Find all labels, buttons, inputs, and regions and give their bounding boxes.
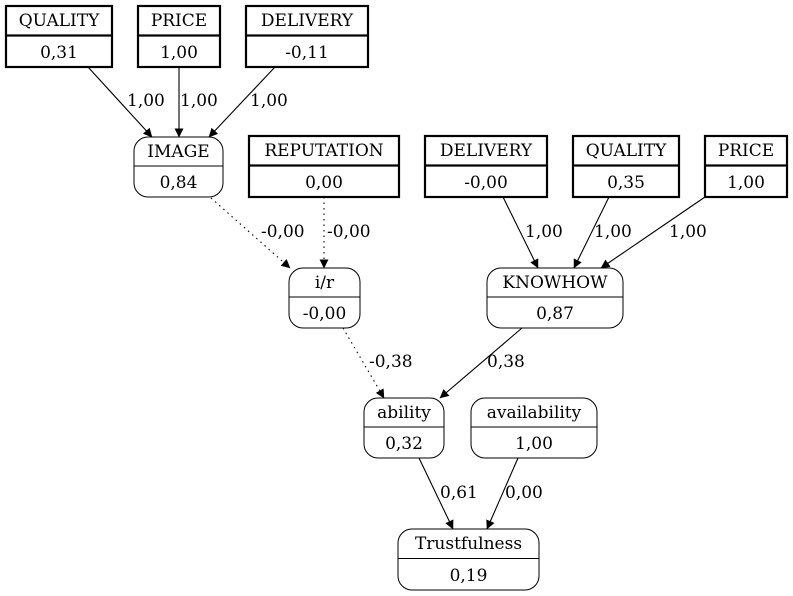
node-label: availability: [487, 403, 582, 423]
edge-weight-label: 0,38: [487, 352, 525, 372]
node-availability: availability 1,00: [470, 397, 598, 459]
edge-quality2-to-knowhow: 1,00: [573, 196, 632, 269]
edge-arrow: [573, 196, 610, 269]
node-box: [470, 397, 598, 459]
node-value: 1,00: [160, 43, 198, 63]
edge-arrow: [418, 457, 454, 530]
node-quality1: QUALITY 0,31: [4, 4, 114, 69]
node-delivery1: DELIVERY -0,11: [244, 4, 370, 69]
edge-arrow: [502, 196, 539, 269]
edge-delivery1-to-image: 1,00: [208, 66, 288, 138]
node-ability: ability 0,32: [363, 397, 445, 459]
node-box: [397, 528, 540, 591]
node-value: -0,00: [464, 173, 508, 193]
node-box: [486, 267, 624, 329]
node-trustfulness: Trustfulness 0,19: [397, 528, 540, 591]
edge-weight-label: -0,00: [261, 222, 305, 242]
edge-price1-to-image: 1,00: [174, 67, 218, 138]
node-value: 0,84: [160, 173, 198, 193]
node-delivery2: DELIVERY -0,00: [423, 134, 549, 199]
edge-availability-to-trustfulness: 0,00: [486, 457, 543, 530]
edge-weight-label: 1,00: [669, 222, 707, 242]
node-value: 0,00: [305, 173, 343, 193]
node-value: 0,35: [607, 173, 645, 193]
node-label: QUALITY: [586, 141, 667, 161]
node-value: 1,00: [515, 434, 553, 454]
edge-arrow: [208, 66, 276, 138]
edge-arrow: [439, 327, 523, 399]
node-knowhow: KNOWHOW 0,87: [486, 267, 624, 329]
node-label: REPUTATION: [264, 141, 383, 161]
node-label: QUALITY: [19, 11, 100, 31]
node-label: DELIVERY: [440, 141, 533, 161]
node-price2: PRICE 1,00: [703, 134, 789, 199]
node-value: -0,11: [285, 43, 329, 63]
node-price1: PRICE 1,00: [136, 4, 222, 69]
node-value: 1,00: [727, 173, 765, 193]
node-quality2: QUALITY 0,35: [571, 134, 681, 199]
edge-ability-to-trustfulness: 0,61: [418, 457, 478, 530]
edge-weight-label: 1,00: [594, 222, 632, 242]
node-value: 0,19: [450, 566, 488, 586]
node-label: PRICE: [718, 141, 774, 161]
node-label: ability: [377, 403, 431, 423]
node-label: KNOWHOW: [502, 273, 608, 293]
edge-weight-label: -0,38: [369, 352, 413, 372]
edge-weight-label: 0,00: [505, 483, 543, 503]
node-label: DELIVERY: [261, 11, 354, 31]
edge-weight-label: 1,00: [127, 91, 165, 111]
node-box: [288, 267, 361, 329]
node-label: i/r: [315, 273, 335, 293]
node-reputation: REPUTATION 0,00: [247, 134, 401, 199]
node-label: PRICE: [151, 11, 207, 31]
edge-reputation-to-ir: -0,00: [319, 197, 371, 269]
edge-arrow: [486, 457, 519, 530]
edge-ir-to-ability: -0,38: [342, 327, 413, 399]
edge-weight-label: 1,00: [525, 222, 563, 242]
nodes-layer: QUALITY0,31PRICE1,00DELIVERY-0,11IMAGE0,…: [4, 4, 789, 591]
edge-knowhow-to-ability: 0,38: [439, 327, 525, 399]
node-ir: i/r -0,00: [288, 267, 361, 329]
node-value: 0,31: [40, 43, 78, 63]
edge-arrow: [210, 197, 291, 269]
edge-price2-to-knowhow: 1,00: [600, 196, 707, 269]
edge-weight-label: 1,00: [180, 91, 218, 111]
edge-weight-label: 0,61: [440, 483, 478, 503]
edge-weight-label: -0,00: [327, 222, 371, 242]
edge-arrow: [600, 196, 706, 269]
edge-arrow: [87, 66, 153, 138]
node-image: IMAGE 0,84: [133, 136, 224, 198]
edge-image-to-ir: -0,00: [210, 197, 305, 269]
edges-layer: 1,00 1,00 1,00 -0,00 -0,00 1,00 1,00 1,00 -0,38 0…: [87, 66, 707, 530]
node-value: 0,32: [385, 434, 423, 454]
edge-delivery2-to-knowhow: 1,00: [502, 196, 563, 269]
node-value: 0,87: [536, 304, 574, 324]
node-box: [363, 397, 445, 459]
node-value: -0,00: [303, 304, 347, 324]
node-box: [133, 136, 224, 198]
node-label: Trustfulness: [415, 534, 522, 554]
edge-weight-label: 1,00: [250, 91, 288, 111]
node-label: IMAGE: [147, 142, 209, 162]
edge-quality1-to-image: 1,00: [87, 66, 165, 138]
